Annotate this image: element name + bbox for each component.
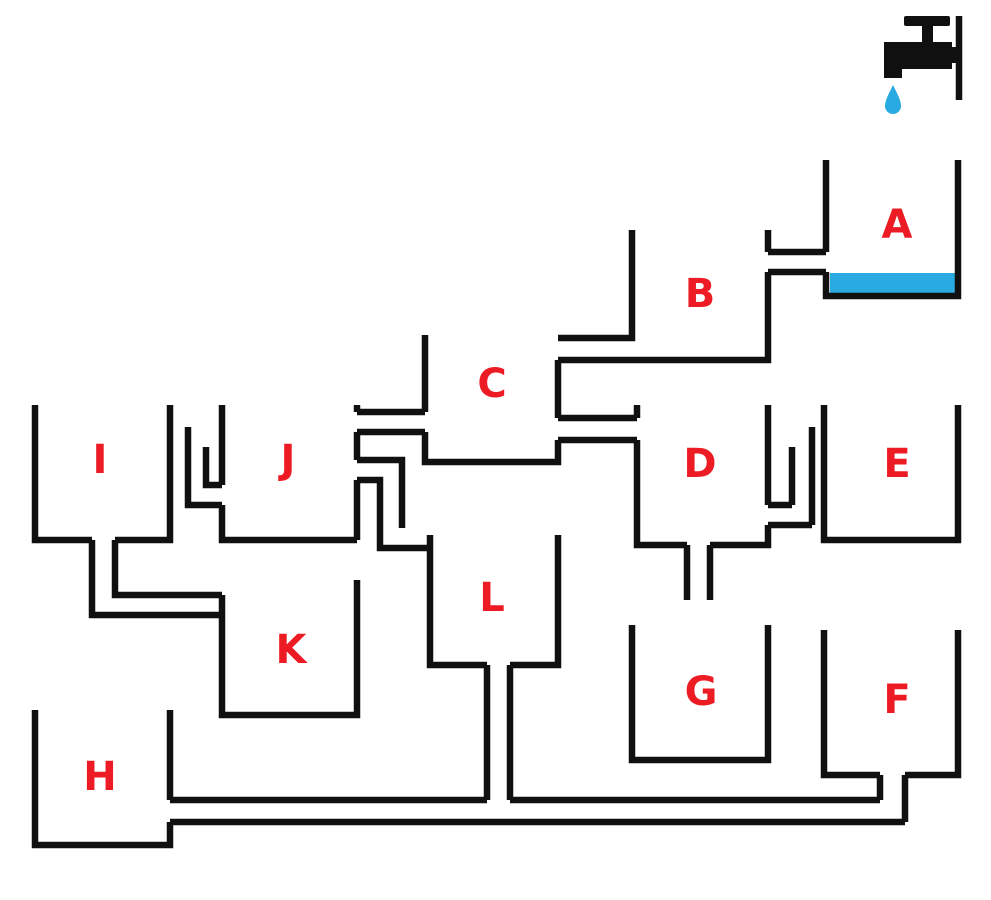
container-i-label: I: [93, 437, 108, 483]
container-j-walls: [218, 405, 361, 544]
container-k-label: K: [276, 627, 309, 673]
container-g-walls: [628, 625, 772, 764]
pipe-a-b: [768, 248, 826, 276]
container-f-label: F: [883, 677, 910, 723]
container-b-label: B: [685, 271, 716, 317]
container-h-label: H: [83, 754, 116, 800]
pipe-j-l-channel: [357, 456, 430, 552]
container-d-label: D: [683, 441, 716, 487]
container-d-walls: [633, 405, 772, 549]
container-e-label: E: [883, 441, 910, 487]
water-level-a: [830, 273, 955, 293]
container-j-label: J: [278, 437, 296, 483]
container-a-walls: [822, 160, 962, 300]
container-c-label: C: [477, 361, 506, 407]
container-b-walls: [558, 230, 772, 364]
faucet-icon: [884, 16, 962, 78]
water-drop-icon: [885, 85, 901, 114]
container-l-walls: [426, 535, 562, 669]
pipe-i-j-channel: [184, 427, 222, 509]
container-h-walls: [31, 710, 174, 849]
container-c-walls: [421, 335, 562, 466]
pipe-d-g-stub: [683, 545, 714, 600]
container-k-walls: [218, 580, 361, 719]
container-i-walls: [31, 405, 174, 544]
container-e-walls: [820, 405, 962, 544]
pipe-d-e-channel: [768, 427, 816, 529]
container-a-label: A: [882, 202, 913, 248]
pipe-i-k-channel: [88, 540, 222, 619]
container-f-walls: [820, 630, 962, 822]
container-l-label: L: [479, 575, 505, 621]
pipe-c-d: [558, 414, 637, 444]
pipe-c-j: [357, 408, 425, 436]
pipe-l-drop: [483, 665, 514, 800]
container-g-label: G: [685, 669, 718, 715]
pipe-bottom-run: [170, 796, 905, 826]
